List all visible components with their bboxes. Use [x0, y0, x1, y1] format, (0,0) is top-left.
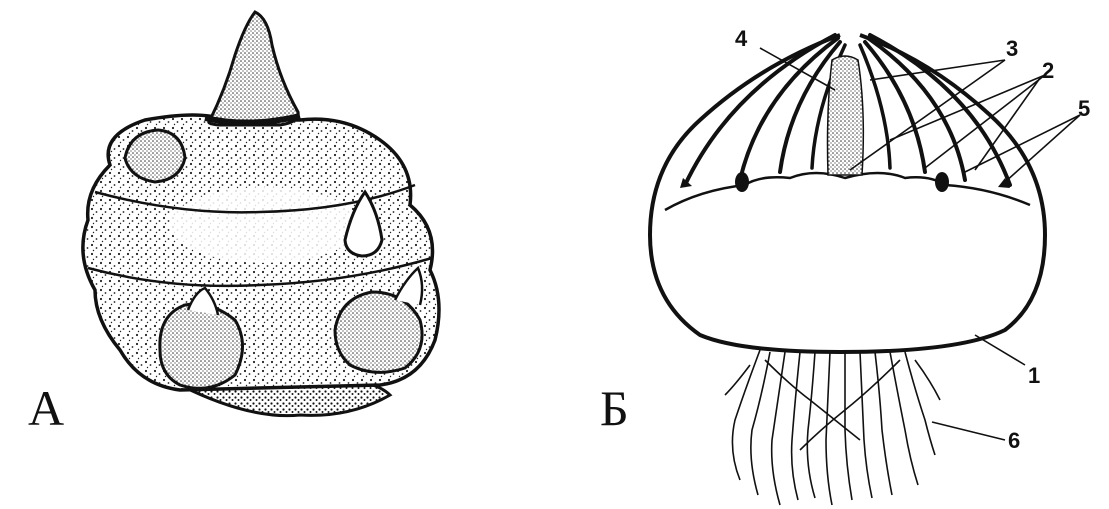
cormlet-lower-left [160, 304, 243, 388]
corm-highlight [170, 187, 360, 263]
bulb-central-shoot [828, 56, 864, 175]
bulb-roots [725, 350, 940, 505]
callout-label-2: 2 [1042, 58, 1054, 83]
callout-label-3: 3 [1006, 36, 1018, 61]
panel-a-corm-illustration [83, 12, 439, 416]
panel-label-b: Б [600, 380, 629, 436]
apical-bud [209, 12, 298, 125]
panel-label-a: А [28, 380, 64, 436]
callout-label-5: 5 [1078, 96, 1090, 121]
callout-label-4: 4 [735, 26, 748, 51]
cormlet-lower-right [335, 292, 422, 372]
cormlet-upper-left [125, 130, 185, 182]
callout-label-6: 6 [1008, 428, 1020, 453]
callout-label-1: 1 [1028, 363, 1040, 388]
